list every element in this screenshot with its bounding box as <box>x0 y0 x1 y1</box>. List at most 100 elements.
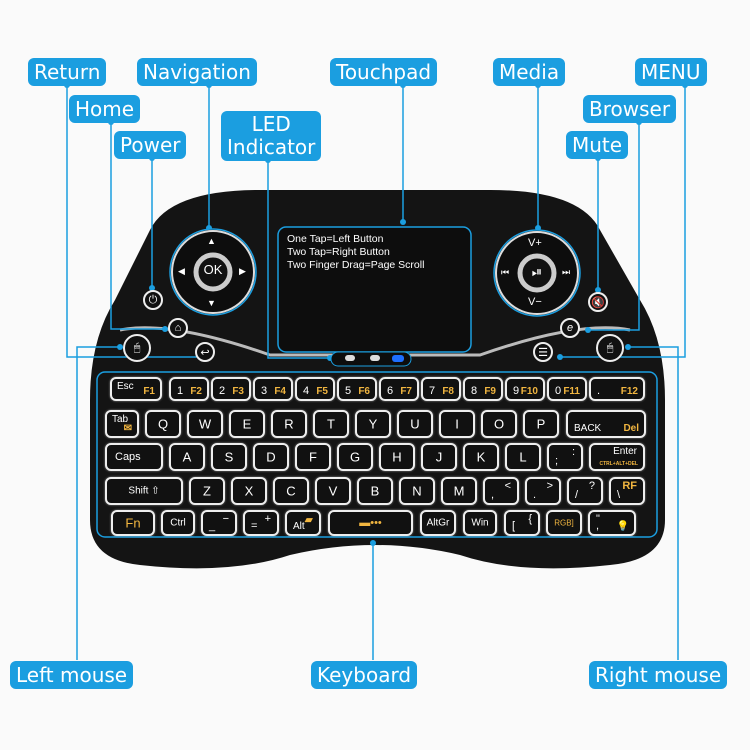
volume-up-button[interactable]: V+ <box>528 237 542 249</box>
browser-button[interactable]: e <box>560 318 580 338</box>
key-label: L <box>519 449 527 465</box>
touchpad-instructions: One Tap=Left Button Two Tap=Right Button… <box>287 233 424 272</box>
key-y[interactable]: Y <box>355 410 391 438</box>
key-label: Caps <box>115 451 141 463</box>
home-button[interactable]: ⌂ <box>168 318 188 338</box>
key-l[interactable]: L <box>505 443 541 471</box>
key-o[interactable]: O <box>481 410 517 438</box>
key-bracket-right-rgb[interactable]: RGB] <box>546 510 582 536</box>
key-fn-label: F2 <box>190 386 202 397</box>
return-button[interactable]: ↩ <box>195 342 215 362</box>
label-right-mouse: Right mouse <box>589 661 728 689</box>
menu-button[interactable]: ☰ <box>533 342 553 362</box>
next-track-button[interactable]: ⏭ <box>562 267 571 277</box>
right-arrow-icon[interactable]: ▶ <box>239 266 246 276</box>
power-icon: ⏻ <box>148 293 158 306</box>
key-n[interactable]: N <box>399 477 435 505</box>
key-period-f12[interactable]: .F12 <box>589 377 645 401</box>
key-label: . <box>533 489 537 501</box>
key-label: BACK <box>574 423 602 434</box>
key-minus[interactable]: _− <box>201 510 237 536</box>
key-backslash[interactable]: \RF <box>609 477 645 505</box>
key-equals[interactable]: =+ <box>243 510 279 536</box>
key-label: Win <box>471 517 489 529</box>
key-quote-light[interactable]: ,"💡 <box>588 510 636 536</box>
key-i[interactable]: I <box>439 410 475 438</box>
up-arrow-icon[interactable]: ▲ <box>207 236 216 246</box>
key-ctrl[interactable]: Ctrl <box>161 510 195 536</box>
play-pause-button[interactable]: ⏯ <box>531 264 543 279</box>
key-b[interactable]: B <box>357 477 393 505</box>
key-fn[interactable]: Fn <box>111 510 155 536</box>
key-label: K <box>476 449 486 465</box>
label-navigation: Navigation <box>137 58 257 86</box>
ok-button[interactable]: OK <box>203 262 223 277</box>
key-g[interactable]: G <box>337 443 373 471</box>
key-x[interactable]: X <box>231 477 267 505</box>
power-button[interactable]: ⏻ <box>143 290 163 310</box>
key-j[interactable]: J <box>421 443 457 471</box>
key-alt[interactable]: Alt▰ <box>285 510 321 536</box>
key-label: W <box>198 416 212 432</box>
key-slash[interactable]: /? <box>567 477 603 505</box>
key-a[interactable]: A <box>169 443 205 471</box>
key-r[interactable]: R <box>271 410 307 438</box>
key-fn-label: RGB] <box>554 518 574 528</box>
key-k[interactable]: K <box>463 443 499 471</box>
key-label: A <box>182 449 192 465</box>
key-t[interactable]: T <box>313 410 349 438</box>
down-arrow-icon[interactable]: ▼ <box>207 298 216 308</box>
key-altgr[interactable]: AltGr <box>420 510 456 536</box>
lightbulb-icon: 💡 <box>616 521 629 532</box>
key-label: Y <box>368 416 378 432</box>
previous-track-button[interactable]: ⏮ <box>501 267 510 277</box>
key-m[interactable]: M <box>441 477 477 505</box>
mute-button[interactable]: 🔇 <box>588 292 608 312</box>
key-e[interactable]: E <box>229 410 265 438</box>
key-p[interactable]: P <box>523 410 559 438</box>
key-label: 8 <box>471 385 478 397</box>
key-label: / <box>575 489 579 501</box>
key-label: J <box>435 449 443 465</box>
key-w[interactable]: W <box>187 410 223 438</box>
key-f[interactable]: F <box>295 443 331 471</box>
key-label: O <box>493 416 505 432</box>
key-s[interactable]: S <box>211 443 247 471</box>
right-mouse-button[interactable]: 🖱 <box>596 334 624 362</box>
left-arrow-icon[interactable]: ◀ <box>178 266 185 276</box>
key-z[interactable]: Z <box>189 477 225 505</box>
key-caps[interactable]: Caps <box>105 443 163 471</box>
key-bracket-left[interactable]: [{ <box>504 510 540 536</box>
key-q[interactable]: Q <box>145 410 181 438</box>
key-win[interactable]: Win <box>463 510 497 536</box>
key-tab[interactable]: Tab✉ <box>105 410 139 438</box>
key-semicolon[interactable]: ;: <box>547 443 583 471</box>
key-period[interactable]: .> <box>525 477 561 505</box>
key-u[interactable]: U <box>397 410 433 438</box>
key-fn-label: RF <box>622 480 637 492</box>
volume-down-button[interactable]: V− <box>528 296 542 308</box>
key-label: X <box>244 483 254 499</box>
left-mouse-button[interactable]: 🖱 <box>123 334 151 362</box>
key-shift[interactable]: Shift ⇧ <box>105 477 183 505</box>
key-space[interactable]: ▬••• <box>328 510 413 536</box>
key-comma[interactable]: ,< <box>483 477 519 505</box>
key-d[interactable]: D <box>253 443 289 471</box>
key-h[interactable]: H <box>379 443 415 471</box>
key-label: Fn <box>125 515 141 531</box>
key-c[interactable]: C <box>273 477 309 505</box>
key-v[interactable]: V <box>315 477 351 505</box>
